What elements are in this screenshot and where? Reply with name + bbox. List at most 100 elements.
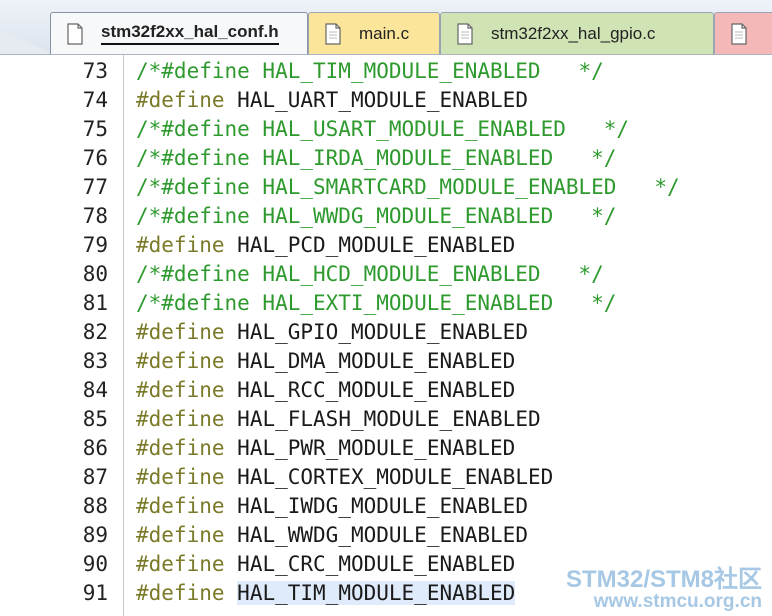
code-text: #define HAL_FLASH_MODULE_ENABLED bbox=[136, 405, 541, 434]
code-line[interactable]: 90 #define HAL_CRC_MODULE_ENABLED bbox=[0, 550, 772, 579]
code-text: /*#define HAL_HCD_MODULE_ENABLED */ bbox=[136, 260, 604, 289]
code-text: /*#define HAL_TIM_MODULE_ENABLED */ bbox=[136, 57, 604, 86]
line-number: 77 bbox=[82, 175, 108, 199]
code-line[interactable]: 86 #define HAL_PWR_MODULE_ENABLED bbox=[0, 434, 772, 463]
code-line[interactable]: 77 /*#define HAL_SMARTCARD_MODULE_ENABLED… bbox=[0, 173, 772, 202]
comment-text: /*#define HAL_IRDA_MODULE_ENABLED */ bbox=[136, 146, 617, 170]
line-number: 79 bbox=[82, 233, 108, 257]
line-number-gutter bbox=[0, 55, 122, 616]
code-line[interactable]: 84 #define HAL_RCC_MODULE_ENABLED bbox=[0, 376, 772, 405]
line-number: 73 bbox=[82, 59, 108, 83]
line-number: 84 bbox=[82, 378, 108, 402]
code-text: /*#define HAL_IRDA_MODULE_ENABLED */ bbox=[136, 144, 616, 173]
line-number: 82 bbox=[82, 320, 108, 344]
define-keyword: #define bbox=[136, 378, 225, 402]
tab-label: stm32f2xx_hal_conf.h bbox=[101, 22, 279, 45]
code-line[interactable]: 81 /*#define HAL_EXTI_MODULE_ENABLED */ bbox=[0, 289, 772, 318]
file-icon bbox=[457, 22, 473, 45]
comment-text: /*#define HAL_SMARTCARD_MODULE_ENABLED *… bbox=[136, 175, 680, 199]
macro-identifier: HAL_CORTEX_MODULE_ENABLED bbox=[237, 465, 554, 489]
code-line[interactable]: 73 /*#define HAL_TIM_MODULE_ENABLED */ bbox=[0, 57, 772, 86]
code-line[interactable]: 80 /*#define HAL_HCD_MODULE_ENABLED */ bbox=[0, 260, 772, 289]
code-line[interactable]: 87 #define HAL_CORTEX_MODULE_ENABLED bbox=[0, 463, 772, 492]
define-keyword: #define bbox=[136, 349, 225, 373]
code-text: /*#define HAL_WWDG_MODULE_ENABLED */ bbox=[136, 202, 616, 231]
code-line[interactable]: 91 #define HAL_TIM_MODULE_ENABLED bbox=[0, 579, 772, 608]
watermark-line1: STM32/STM8社区 bbox=[565, 565, 762, 593]
tab-partial[interactable] bbox=[714, 12, 772, 54]
comment-text: /*#define HAL_USART_MODULE_ENABLED */ bbox=[136, 117, 630, 141]
define-keyword: #define bbox=[136, 494, 225, 518]
code-text: #define HAL_CRC_MODULE_ENABLED bbox=[136, 550, 515, 579]
tab-bar: stm32f2xx_hal_conf.h main.c stm32f2xx_ha… bbox=[0, 0, 772, 55]
define-keyword: #define bbox=[136, 523, 225, 547]
line-number: 85 bbox=[82, 407, 108, 431]
code-line[interactable]: 88 #define HAL_IWDG_MODULE_ENABLED bbox=[0, 492, 772, 521]
define-keyword: #define bbox=[136, 581, 225, 605]
line-number: 80 bbox=[82, 262, 108, 286]
define-keyword: #define bbox=[136, 88, 225, 112]
tab-label: main.c bbox=[359, 23, 410, 43]
macro-identifier: HAL_IWDG_MODULE_ENABLED bbox=[237, 494, 528, 518]
line-number: 75 bbox=[82, 117, 108, 141]
code-text: /*#define HAL_SMARTCARD_MODULE_ENABLED *… bbox=[136, 173, 680, 202]
watermark-line2: www.stmcu.org.cn bbox=[593, 591, 762, 613]
line-number: 87 bbox=[82, 465, 108, 489]
macro-identifier: HAL_RCC_MODULE_ENABLED bbox=[237, 378, 516, 402]
define-keyword: #define bbox=[136, 552, 225, 576]
code-text: #define HAL_UART_MODULE_ENABLED bbox=[136, 86, 528, 115]
tab-main-c[interactable]: main.c bbox=[308, 12, 440, 54]
line-number: 83 bbox=[82, 349, 108, 373]
code-text: #define HAL_RCC_MODULE_ENABLED bbox=[136, 376, 515, 405]
gutter-divider bbox=[123, 55, 124, 616]
code-line[interactable]: 78 /*#define HAL_WWDG_MODULE_ENABLED */ bbox=[0, 202, 772, 231]
line-number: 91 bbox=[82, 581, 108, 605]
tab-stm32f2xx-hal-conf[interactable]: stm32f2xx_hal_conf.h bbox=[50, 12, 308, 54]
code-line[interactable]: 79 #define HAL_PCD_MODULE_ENABLED bbox=[0, 231, 772, 260]
macro-identifier: HAL_WWDG_MODULE_ENABLED bbox=[237, 523, 528, 547]
code-text: #define HAL_CORTEX_MODULE_ENABLED bbox=[136, 463, 553, 492]
tab-label: stm32f2xx_hal_gpio.c bbox=[491, 23, 656, 43]
code-text: #define HAL_IWDG_MODULE_ENABLED bbox=[136, 492, 528, 521]
macro-identifier: HAL_DMA_MODULE_ENABLED bbox=[237, 349, 516, 373]
code-editor[interactable]: 73 /*#define HAL_TIM_MODULE_ENABLED */ 74 #… bbox=[0, 55, 772, 616]
macro-identifier: HAL_UART_MODULE_ENABLED bbox=[237, 88, 528, 112]
macro-identifier: HAL_FLASH_MODULE_ENABLED bbox=[237, 407, 541, 431]
define-keyword: #define bbox=[136, 233, 225, 257]
code-line[interactable]: 74 #define HAL_UART_MODULE_ENABLED bbox=[0, 86, 772, 115]
macro-identifier: HAL_CRC_MODULE_ENABLED bbox=[237, 552, 516, 576]
define-keyword: #define bbox=[136, 465, 225, 489]
comment-text: /*#define HAL_TIM_MODULE_ENABLED */ bbox=[136, 59, 604, 83]
define-keyword: #define bbox=[136, 436, 225, 460]
define-keyword: #define bbox=[136, 320, 225, 344]
macro-identifier: HAL_PWR_MODULE_ENABLED bbox=[237, 436, 516, 460]
line-number: 78 bbox=[82, 204, 108, 228]
tab-stm32f2xx-hal-gpio[interactable]: stm32f2xx_hal_gpio.c bbox=[440, 12, 714, 54]
code-line[interactable]: 89#define HAL_WWDG_MODULE_ENABLED bbox=[0, 521, 772, 550]
file-icon bbox=[731, 22, 747, 45]
code-line[interactable]: 85 #define HAL_FLASH_MODULE_ENABLED bbox=[0, 405, 772, 434]
define-keyword: #define bbox=[136, 407, 225, 431]
line-number: 86 bbox=[82, 436, 108, 460]
code-line[interactable]: 83 #define HAL_DMA_MODULE_ENABLED bbox=[0, 347, 772, 376]
code-line[interactable]: 76/*#define HAL_IRDA_MODULE_ENABLED */ bbox=[0, 144, 772, 173]
file-icon bbox=[325, 22, 341, 45]
tab-bar-edge bbox=[0, 30, 52, 54]
code-line[interactable]: 75 /*#define HAL_USART_MODULE_ENABLED */ bbox=[0, 115, 772, 144]
code-text: /*#define HAL_USART_MODULE_ENABLED */ bbox=[136, 115, 629, 144]
line-number: 74 bbox=[82, 88, 108, 112]
comment-text: /*#define HAL_EXTI_MODULE_ENABLED */ bbox=[136, 291, 617, 315]
highlighted-identifier: HAL_TIM_MODULE_ENABLED bbox=[237, 581, 516, 605]
code-text: #define HAL_WWDG_MODULE_ENABLED bbox=[136, 521, 528, 550]
line-number: 88 bbox=[82, 494, 108, 518]
macro-identifier: HAL_GPIO_MODULE_ENABLED bbox=[237, 320, 528, 344]
macro-identifier: HAL_PCD_MODULE_ENABLED bbox=[237, 233, 516, 257]
code-text: #define HAL_PWR_MODULE_ENABLED bbox=[136, 434, 515, 463]
comment-text: /*#define HAL_WWDG_MODULE_ENABLED */ bbox=[136, 204, 617, 228]
code-text: #define HAL_PCD_MODULE_ENABLED bbox=[136, 231, 515, 260]
code-text: #define HAL_DMA_MODULE_ENABLED bbox=[136, 347, 515, 376]
code-line[interactable]: 82 #define HAL_GPIO_MODULE_ENABLED bbox=[0, 318, 772, 347]
line-number: 81 bbox=[82, 291, 108, 315]
line-number: 90 bbox=[82, 552, 108, 576]
code-text: #define HAL_TIM_MODULE_ENABLED bbox=[136, 579, 516, 608]
